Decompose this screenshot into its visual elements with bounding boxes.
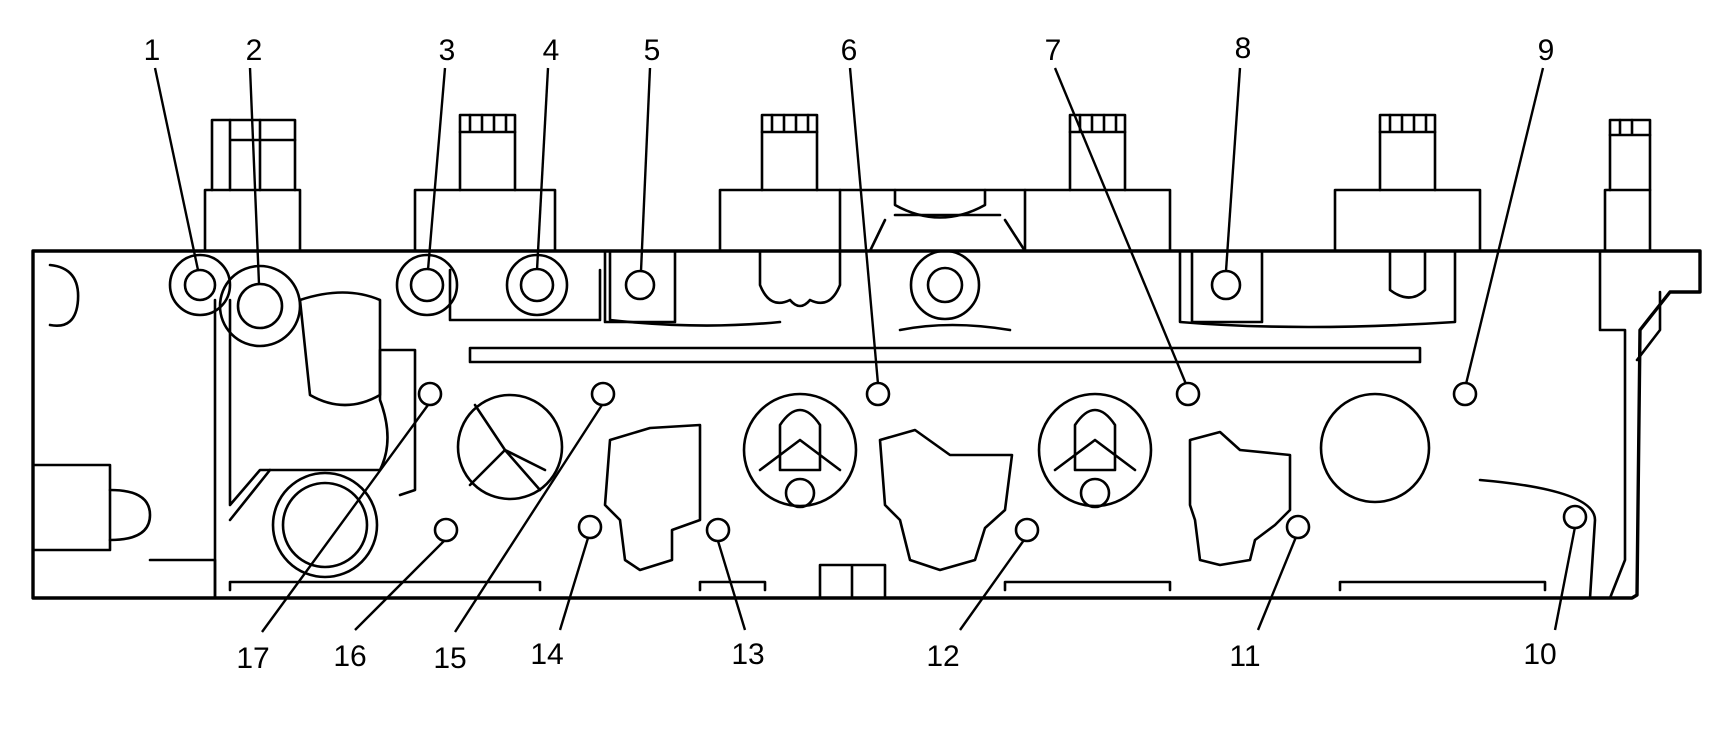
callout-label-9: 9 bbox=[1538, 34, 1555, 67]
leader-17 bbox=[261, 404, 429, 633]
leader-15 bbox=[453, 404, 604, 633]
callout-label-3: 3 bbox=[439, 34, 456, 67]
callout-label-13: 13 bbox=[731, 638, 764, 671]
callout-labels: 1 2 3 4 5 6 7 8 9 10 11 12 13 14 15 16 1… bbox=[144, 32, 1557, 675]
callout-label-1: 1 bbox=[144, 34, 161, 67]
lower-face bbox=[228, 298, 1597, 600]
leader-1 bbox=[153, 67, 200, 271]
leader-lines bbox=[153, 67, 1577, 633]
callout-label-12: 12 bbox=[926, 640, 959, 673]
leader-16 bbox=[354, 540, 445, 631]
callout-label-11: 11 bbox=[1229, 640, 1260, 673]
leader-13 bbox=[716, 540, 747, 631]
callout-label-8: 8 bbox=[1235, 32, 1252, 65]
callout-label-14: 14 bbox=[530, 638, 563, 671]
callout-label-17: 17 bbox=[236, 642, 269, 675]
leader-11 bbox=[1256, 536, 1298, 631]
leader-12 bbox=[959, 539, 1025, 631]
leader-8 bbox=[1224, 67, 1242, 272]
callout-label-6: 6 bbox=[841, 34, 858, 67]
callout-label-15: 15 bbox=[433, 642, 466, 675]
upper-deck bbox=[203, 113, 1652, 364]
leader-9 bbox=[1464, 67, 1545, 385]
leader-4 bbox=[535, 67, 550, 271]
leader-14 bbox=[558, 537, 590, 631]
leader-5 bbox=[639, 67, 652, 272]
callout-label-2: 2 bbox=[246, 34, 263, 67]
callout-label-16: 16 bbox=[333, 640, 366, 673]
leader-6 bbox=[848, 67, 880, 385]
deck-bosses bbox=[168, 249, 1264, 407]
callout-label-7: 7 bbox=[1045, 34, 1062, 67]
head-outline bbox=[31, 249, 1702, 600]
callout-label-5: 5 bbox=[644, 34, 661, 67]
callout-label-10: 10 bbox=[1523, 638, 1556, 671]
leader-2 bbox=[248, 67, 261, 285]
leader-7 bbox=[1053, 67, 1188, 385]
leader-3 bbox=[426, 67, 447, 271]
callout-label-4: 4 bbox=[543, 34, 560, 67]
leader-10 bbox=[1553, 526, 1577, 631]
